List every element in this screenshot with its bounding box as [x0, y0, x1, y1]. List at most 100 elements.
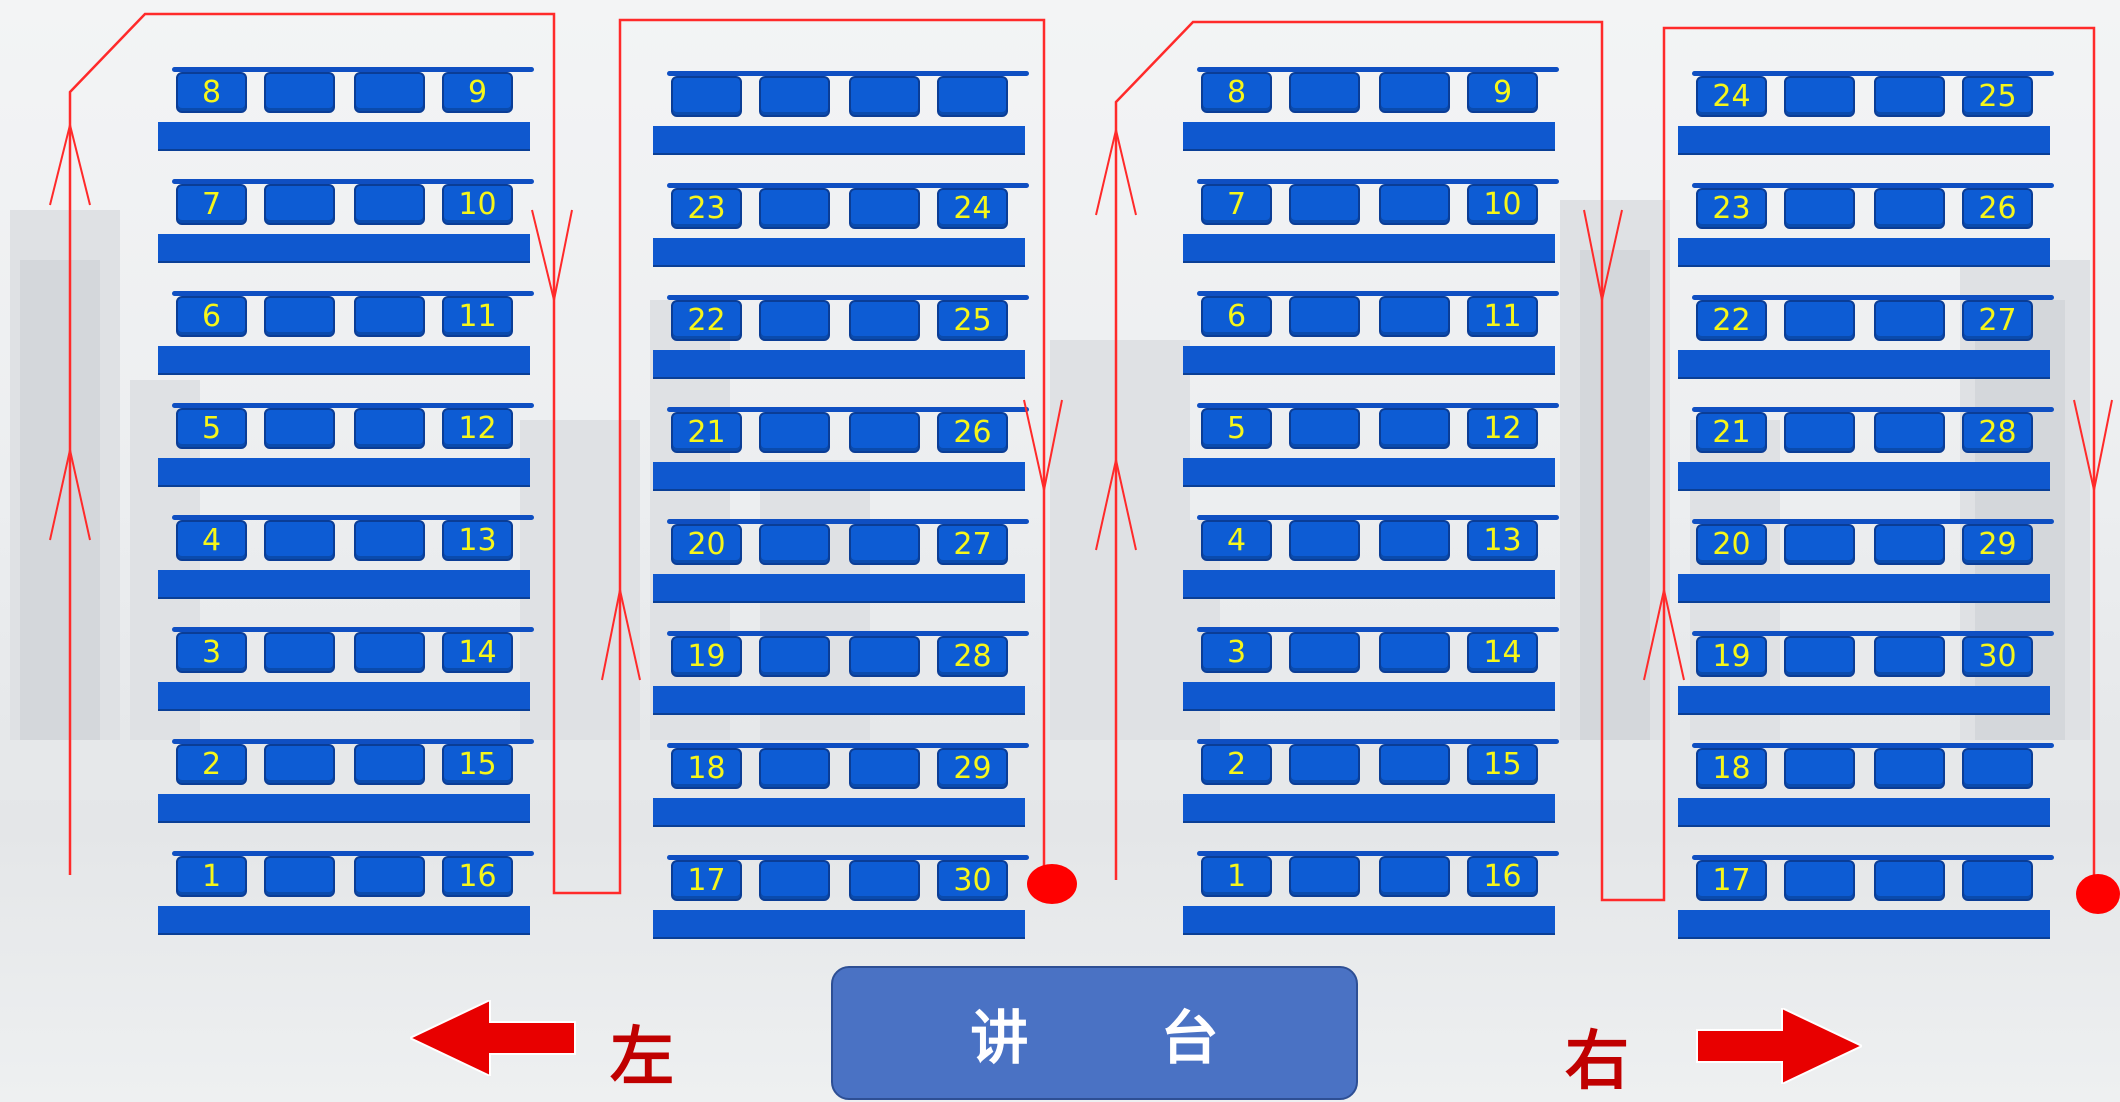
seat[interactable] [1784, 412, 1855, 453]
seat[interactable]: 14 [442, 632, 513, 673]
seat[interactable]: 9 [442, 72, 513, 113]
seat[interactable] [849, 76, 920, 117]
seat[interactable] [264, 856, 335, 897]
seat[interactable]: 14 [1467, 632, 1538, 673]
seat[interactable] [759, 412, 830, 453]
seat[interactable]: 30 [1962, 636, 2033, 677]
seat[interactable] [759, 524, 830, 565]
seat[interactable]: 24 [1696, 76, 1767, 117]
seat[interactable]: 4 [176, 520, 247, 561]
seat[interactable] [1784, 76, 1855, 117]
seat[interactable]: 6 [1201, 296, 1272, 337]
seat[interactable]: 19 [1696, 636, 1767, 677]
seat[interactable]: 24 [937, 188, 1008, 229]
seat[interactable]: 26 [1962, 188, 2033, 229]
seat[interactable] [354, 72, 425, 113]
seat[interactable]: 7 [176, 184, 247, 225]
seat[interactable] [1874, 76, 1945, 117]
seat[interactable] [671, 76, 742, 117]
seat[interactable] [1379, 72, 1450, 113]
seat[interactable] [1874, 412, 1945, 453]
seat[interactable] [354, 632, 425, 673]
seat[interactable]: 30 [937, 860, 1008, 901]
seat[interactable] [1379, 744, 1450, 785]
seat[interactable] [759, 76, 830, 117]
seat[interactable]: 17 [671, 860, 742, 901]
seat[interactable] [849, 300, 920, 341]
seat[interactable] [354, 744, 425, 785]
seat[interactable] [1962, 748, 2033, 789]
seat[interactable]: 20 [1696, 524, 1767, 565]
seat[interactable]: 17 [1696, 860, 1767, 901]
seat[interactable]: 11 [1467, 296, 1538, 337]
seat[interactable] [264, 520, 335, 561]
seat[interactable]: 26 [937, 412, 1008, 453]
seat[interactable]: 27 [937, 524, 1008, 565]
seat[interactable] [264, 744, 335, 785]
seat[interactable]: 23 [1696, 188, 1767, 229]
seat[interactable]: 25 [1962, 76, 2033, 117]
seat[interactable]: 11 [442, 296, 513, 337]
seat[interactable]: 5 [176, 408, 247, 449]
seat[interactable] [264, 632, 335, 673]
seat[interactable] [759, 188, 830, 229]
seat[interactable] [1874, 300, 1945, 341]
seat[interactable]: 8 [1201, 72, 1272, 113]
seat[interactable]: 13 [1467, 520, 1538, 561]
seat[interactable] [354, 408, 425, 449]
seat[interactable] [1289, 72, 1360, 113]
seat[interactable] [1289, 408, 1360, 449]
seat[interactable] [1784, 860, 1855, 901]
seat[interactable] [849, 748, 920, 789]
seat[interactable]: 29 [937, 748, 1008, 789]
seat[interactable]: 1 [1201, 856, 1272, 897]
seat[interactable] [759, 860, 830, 901]
seat[interactable]: 1 [176, 856, 247, 897]
seat[interactable]: 7 [1201, 184, 1272, 225]
seat[interactable] [1289, 520, 1360, 561]
seat[interactable]: 21 [1696, 412, 1767, 453]
seat[interactable] [354, 296, 425, 337]
seat[interactable] [1874, 860, 1945, 901]
seat[interactable] [849, 636, 920, 677]
seat[interactable] [1379, 184, 1450, 225]
seat[interactable] [849, 524, 920, 565]
seat[interactable] [1784, 636, 1855, 677]
seat[interactable]: 10 [1467, 184, 1538, 225]
seat[interactable] [1379, 408, 1450, 449]
seat[interactable] [1289, 184, 1360, 225]
seat[interactable] [1784, 524, 1855, 565]
seat[interactable] [264, 408, 335, 449]
seat[interactable]: 22 [1696, 300, 1767, 341]
seat[interactable] [1784, 188, 1855, 229]
seat[interactable]: 20 [671, 524, 742, 565]
seat[interactable] [1379, 520, 1450, 561]
seat[interactable]: 15 [442, 744, 513, 785]
seat[interactable]: 28 [937, 636, 1008, 677]
seat[interactable] [1962, 860, 2033, 901]
seat[interactable]: 13 [442, 520, 513, 561]
seat[interactable] [1874, 636, 1945, 677]
seat[interactable]: 2 [1201, 744, 1272, 785]
seat[interactable] [1289, 744, 1360, 785]
seat[interactable]: 15 [1467, 744, 1538, 785]
seat[interactable]: 2 [176, 744, 247, 785]
seat[interactable] [264, 184, 335, 225]
seat[interactable] [1874, 524, 1945, 565]
seat[interactable] [1289, 856, 1360, 897]
seat[interactable] [759, 636, 830, 677]
seat[interactable]: 18 [671, 748, 742, 789]
seat[interactable]: 16 [442, 856, 513, 897]
seat[interactable] [1784, 748, 1855, 789]
seat[interactable] [354, 184, 425, 225]
seat[interactable] [937, 76, 1008, 117]
seat[interactable]: 10 [442, 184, 513, 225]
seat[interactable]: 25 [937, 300, 1008, 341]
seat[interactable] [1289, 632, 1360, 673]
seat[interactable] [849, 860, 920, 901]
seat[interactable] [849, 412, 920, 453]
seat[interactable] [1874, 748, 1945, 789]
seat[interactable]: 4 [1201, 520, 1272, 561]
seat[interactable]: 18 [1696, 748, 1767, 789]
seat[interactable] [264, 72, 335, 113]
